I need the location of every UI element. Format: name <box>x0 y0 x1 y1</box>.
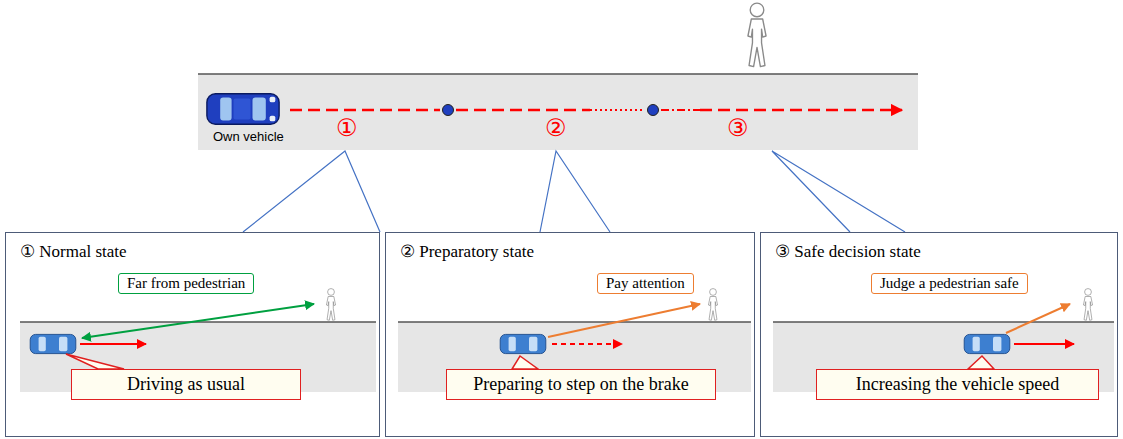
box-text: Driving as usual <box>82 374 290 395</box>
box-text: Increasing the vehicle speed <box>827 374 1088 395</box>
own-vehicle <box>207 94 279 124</box>
callout-label: Pay attention <box>597 273 694 294</box>
box-text: Preparing to step on the brake <box>457 374 705 395</box>
route-point <box>443 105 454 116</box>
state-panel: ① Normal stateFar from pedestrianDriving… <box>5 232 380 437</box>
action-box: Increasing the vehicle speed <box>816 369 1099 400</box>
box-text: Far from pedestrian <box>127 275 245 292</box>
panel-heading: ② Preparatory state <box>400 241 534 262</box>
callout-label: Judge a pedestrian safe <box>871 273 1028 294</box>
callout-number: ③ <box>727 114 749 142</box>
route-point <box>648 105 659 116</box>
panel-heading: ③ Safe decision state <box>775 241 921 262</box>
callout-number: ① <box>336 114 358 142</box>
box-text: Pay attention <box>606 275 685 292</box>
road <box>198 74 918 150</box>
pedestrian <box>748 3 766 66</box>
vehicle-label: Own vehicle <box>213 129 284 144</box>
action-box: Driving as usual <box>71 369 301 400</box>
callout-number: ② <box>545 114 567 142</box>
state-panel: ③ Safe decision stateJudge a pedestrian … <box>760 232 1118 437</box>
action-box: Preparing to step on the brake <box>446 369 716 400</box>
box-text: Judge a pedestrian safe <box>880 275 1019 292</box>
callout-label: Far from pedestrian <box>118 273 254 294</box>
panel-heading: ① Normal state <box>20 241 127 262</box>
state-panel: ② Preparatory statePay attentionPreparin… <box>385 232 755 437</box>
